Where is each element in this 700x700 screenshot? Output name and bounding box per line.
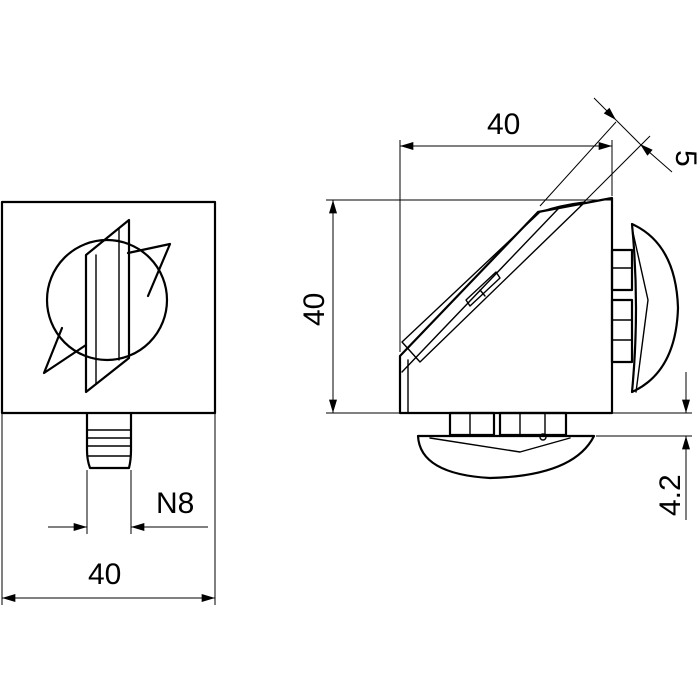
lock-wing-lower (42, 326, 88, 375)
right-lock-dome-inner (631, 227, 649, 393)
offset-ext-1 (539, 121, 617, 207)
bottom-lock-dome (416, 434, 596, 480)
side-width-label: 40 (487, 108, 520, 141)
thickness-label: 4.2 (654, 474, 687, 516)
offset-label: 5 (669, 150, 700, 167)
bottom-lock-head (416, 411, 596, 480)
offset-dim-line (615, 119, 641, 145)
offset-ext-2 (579, 135, 651, 207)
dim-side-height: 40 (298, 199, 612, 414)
dim-side-width: 40 (399, 108, 613, 352)
bottom-lock-dome-inner (429, 437, 571, 453)
side-body-chamfer-face (401, 201, 586, 363)
side-slot-detail (465, 271, 501, 307)
dim-n8: N8 (48, 470, 208, 534)
side-slot-tick (479, 289, 486, 297)
dim-offset-5: 5 (539, 97, 700, 207)
offset-arrow-2 (639, 143, 673, 173)
right-lock-nut-1 (610, 248, 634, 292)
side-height-label: 40 (298, 293, 331, 326)
dim-thickness-4-2: 4.2 (414, 372, 692, 520)
n8-label: N8 (156, 487, 194, 520)
lock-center-bar (84, 218, 131, 394)
lock-head-disc (45, 238, 169, 362)
rotating-lock-head (42, 218, 172, 394)
bottom-nut-1 (448, 411, 496, 437)
right-lock-head (610, 222, 680, 394)
side-view: 40 40 5 4.2 (298, 97, 700, 520)
bottom-nut-2 (498, 411, 568, 437)
lock-wing-upper (126, 242, 172, 298)
slot-nut-stem (85, 412, 133, 470)
front-view: N8 40 (0, 200, 217, 605)
right-lock-dome (630, 222, 680, 394)
dim-front-width: 40 (1, 414, 216, 605)
side-body-outline (398, 196, 614, 415)
right-lock-nut-2 (610, 298, 634, 364)
front-width-label: 40 (88, 558, 121, 591)
bottom-lock-pin (539, 433, 547, 441)
stem-outline (85, 412, 133, 470)
offset-arrow-1 (593, 97, 617, 121)
front-view-outline (0, 200, 217, 415)
